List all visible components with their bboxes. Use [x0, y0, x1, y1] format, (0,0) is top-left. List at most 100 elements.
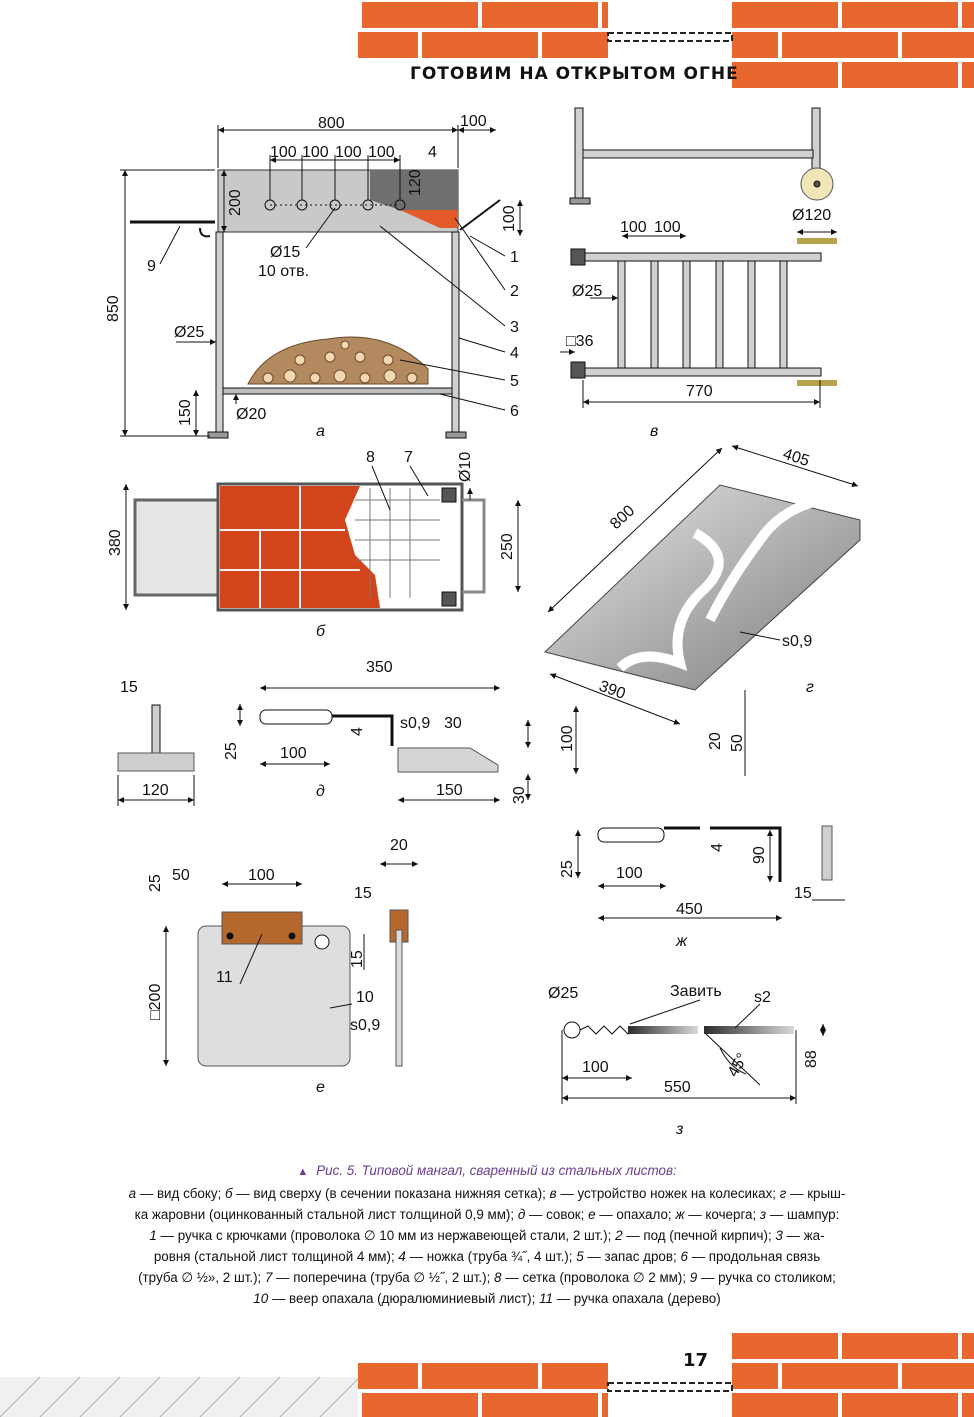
dim-a-pitch-4: 100 [368, 144, 395, 161]
view-label-zh: ж [675, 933, 688, 950]
caption-key: б [225, 1186, 233, 1201]
view-label-g: г [806, 679, 814, 696]
caption-text: — шампур: [766, 1207, 840, 1222]
callout-2: 2 [510, 283, 519, 300]
dim-a-200: 200 [227, 189, 244, 216]
caption-text: — ручка со столиком; [697, 1270, 836, 1285]
caption-key: в [549, 1186, 557, 1201]
dim-a-pitch-1: 100 [270, 144, 297, 161]
view-g-lid [544, 444, 861, 776]
caption-text: ровня (стальной лист толщиной 4 мм); [153, 1249, 399, 1264]
caption-key: 9 [689, 1270, 698, 1285]
caption-text: — ручка с крючками (проволока ∅ 10 мм из… [156, 1228, 616, 1243]
caption-text: — опахало; [595, 1207, 676, 1222]
dim-e-20: 20 [390, 837, 408, 854]
view-b-top [123, 465, 521, 612]
dim-a-100-v: 100 [501, 205, 518, 232]
caption-key: 8 [494, 1270, 502, 1285]
dim-d-150: 150 [436, 782, 463, 799]
caption-text: — запас дров; [583, 1249, 681, 1264]
dim-z-s2: s2 [754, 989, 771, 1006]
brick-block-bottom-right [732, 1331, 974, 1417]
dim-d-30-top: 30 [444, 715, 462, 732]
callout-5: 5 [510, 373, 519, 390]
dim-a-pitch-3: 100 [335, 144, 362, 161]
view-label-z: з [675, 1121, 683, 1138]
caption-line: ка жаровни (оцинкованный стальной лист т… [40, 1204, 934, 1225]
dim-e-100: 100 [248, 867, 275, 884]
view-z-skewer [561, 999, 826, 1104]
dim-a-d25: Ø25 [174, 324, 204, 341]
dim-g-405: 405 [781, 446, 812, 470]
caption-line: (труба ∅ ½», 2 шт.); 7 — поперечина (тру… [40, 1267, 934, 1288]
view-e-fan [163, 861, 418, 1067]
dim-e-s09: s0,9 [350, 1017, 380, 1034]
dim-a-800: 800 [318, 115, 345, 132]
caption-key: 4 [398, 1249, 406, 1264]
caption-key: е [588, 1207, 596, 1222]
dim-d-100: 100 [280, 745, 307, 762]
caption-key: ж [675, 1207, 685, 1222]
caption-key: 11 [539, 1291, 553, 1306]
caption-key: з [759, 1207, 767, 1222]
view-label-e: е [316, 1079, 325, 1096]
dim-v-d25: Ø25 [572, 283, 602, 300]
view-label-a: а [316, 423, 325, 440]
caption-legend: а — вид сбоку; б — вид сверху (в сечении… [40, 1183, 934, 1309]
view-label-b: б [316, 623, 326, 640]
dim-d-4: 4 [349, 727, 366, 736]
dim-a-d20: Ø20 [236, 406, 266, 423]
dim-e-50: 50 [172, 867, 190, 884]
dim-v-100-2: 100 [654, 219, 681, 236]
dim-zh-100: 100 [616, 865, 643, 882]
callout-1: 1 [510, 249, 519, 266]
callout-9: 9 [147, 258, 156, 275]
callout-3: 3 [510, 319, 519, 336]
caption-text: — жа- [782, 1228, 825, 1243]
caption-line: 1 — ручка с крючками (проволока ∅ 10 мм … [40, 1225, 934, 1246]
dim-d-30-v: 30 [511, 786, 528, 804]
dim-z-d25: Ø25 [548, 985, 578, 1002]
caption-text: — сетка (проволока ∅ 2 мм); [501, 1270, 690, 1285]
caption-text: — поперечина (труба ∅ ½˝, 2 шт.); [272, 1270, 495, 1285]
dim-v-sq36: □36 [566, 333, 594, 350]
caption-line: а — вид сбоку; б — вид сверху (в сечении… [40, 1183, 934, 1204]
caption-text: — веер опахала (дюралюминиевый лист); [268, 1291, 540, 1306]
caption-text: — ножка (труба ¾˝, 4 шт.); [405, 1249, 577, 1264]
view-label-v: в [650, 423, 658, 440]
caption-text: — вид сверху (в сечении показана нижняя … [232, 1186, 550, 1201]
caption-key: 2 [615, 1228, 623, 1243]
dim-a-d15: Ø15 [270, 244, 300, 261]
dim-zh-90: 90 [751, 846, 768, 864]
dim-e-sq200: □200 [147, 984, 164, 1020]
caption-key: г [779, 1186, 787, 1201]
caption-key: а [128, 1186, 137, 1201]
dim-e-15-h: 15 [354, 885, 372, 902]
callout-7: 7 [404, 449, 413, 466]
caption-text: — продольная связь [687, 1249, 821, 1264]
callout-10: 10 [356, 989, 374, 1006]
caption-text: — кочерга; [684, 1207, 760, 1222]
dim-b-250: 250 [499, 533, 516, 560]
bottom-brick-band [0, 1331, 974, 1417]
callout-8: 8 [366, 449, 375, 466]
caption-key: 10 [253, 1291, 269, 1306]
running-header: ГОТОВИМ НА ОТКРЫТОМ ОГНЕ [410, 64, 739, 84]
dim-z-550: 550 [664, 1079, 691, 1096]
caption-text: ка жаровни (оцинкованный стальной лист т… [134, 1207, 518, 1222]
dim-b-d10: Ø10 [457, 452, 474, 482]
callout-4: 4 [510, 345, 519, 362]
caption-key: 7 [264, 1270, 273, 1285]
caption-text: — под (печной кирпич); [622, 1228, 776, 1243]
dim-v-770: 770 [686, 383, 713, 400]
dim-a-4: 4 [428, 144, 437, 161]
dim-zh-25: 25 [559, 860, 576, 878]
dim-a-120: 120 [407, 169, 424, 196]
dim-zh-15: 15 [794, 885, 812, 902]
dim-g-20: 20 [707, 732, 724, 750]
figure-caption: ▲Рис. 5. Типовой мангал, сваренный из ст… [40, 1160, 934, 1309]
dim-e-15-v: 15 [349, 950, 366, 968]
dim-a-100-handle: 100 [460, 113, 487, 130]
dim-d-120: 120 [142, 782, 169, 799]
dim-g-s09: s0,9 [782, 633, 812, 650]
